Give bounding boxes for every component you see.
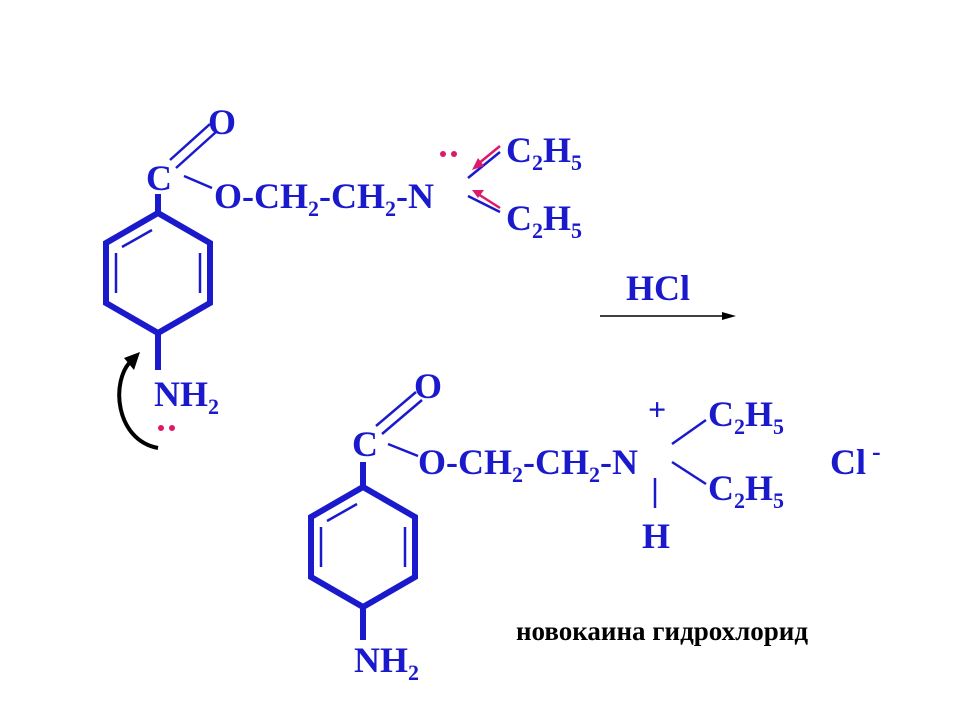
reactant-ethyl-bottom: C2H5 bbox=[506, 198, 582, 243]
reactant-molecule: O C O-CH2-CH2-N C2H5 C2H5 NH2 bbox=[103, 102, 582, 450]
product-ethyl-top-bond bbox=[671, 418, 707, 446]
product-ethyl-bottom: C2H5 bbox=[708, 468, 784, 513]
product-counterion: Cl- bbox=[830, 437, 881, 482]
reactant-oxygen: O bbox=[208, 102, 236, 142]
reagent-label: HCl bbox=[626, 268, 690, 308]
electron-shift-arrows bbox=[472, 145, 501, 210]
product-ethyl-bottom-bond bbox=[671, 460, 707, 486]
product-ester-bond bbox=[387, 442, 419, 458]
product-carbon: C bbox=[352, 424, 378, 464]
reactant-side-chain: O-CH2-CH2-N bbox=[214, 176, 434, 221]
product-molecule: O C O-CH2-CH2-N + C2H5 C2H5 H Cl- NH2 bbox=[308, 366, 881, 685]
reaction-arrow-group: HCl bbox=[600, 268, 736, 320]
resonance-curved-arrow bbox=[117, 352, 159, 450]
product-name: новокаина гидрохлорид bbox=[516, 616, 808, 646]
reactant-ethyl-top-bond bbox=[467, 151, 501, 179]
reactant-ethyl-top: C2H5 bbox=[506, 130, 582, 175]
product-oxygen: O bbox=[414, 366, 442, 406]
reactant-amine-group: NH2 bbox=[154, 374, 219, 419]
reactant-ethyl-bottom-bond bbox=[467, 194, 501, 214]
product-amine-group: NH2 bbox=[354, 640, 419, 685]
reactant-nitrogen-lone-pair bbox=[440, 151, 457, 157]
reaction-arrow-head bbox=[722, 312, 736, 320]
product-benzene-ring bbox=[308, 483, 418, 611]
product-side-chain: O-CH2-CH2-N bbox=[418, 442, 638, 487]
reactant-benzene-ring bbox=[103, 209, 213, 337]
reactant-carbon: C bbox=[146, 158, 172, 198]
reactant-carbonyl-double-bond bbox=[169, 123, 217, 169]
product-hydrogen: H bbox=[642, 516, 670, 556]
reactant-ester-bond bbox=[183, 174, 213, 190]
reactant-amine-lone-pair bbox=[158, 425, 175, 431]
product-positive-charge: + bbox=[648, 391, 666, 427]
product-carbonyl-double-bond bbox=[375, 391, 423, 435]
product-ethyl-top: C2H5 bbox=[708, 394, 784, 439]
